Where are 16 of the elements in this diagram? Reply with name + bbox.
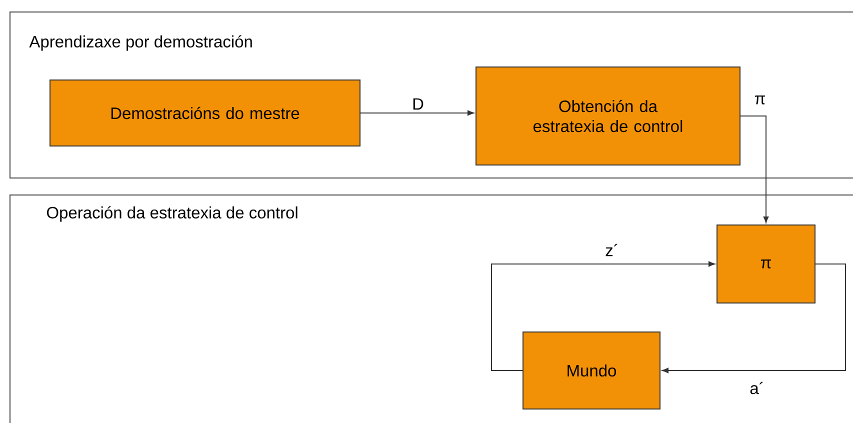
arrow	[662, 264, 846, 374]
edge-label: D	[411, 97, 425, 111]
panel-heading: Aprendizaxe por demostración	[29, 35, 252, 51]
process-box: Mundo	[522, 332, 660, 410]
arrow	[360, 110, 474, 116]
arrow	[491, 261, 715, 371]
edge-label: π	[753, 94, 767, 106]
process-box: π	[716, 224, 816, 304]
panel-heading: Operación da estratexia de control	[46, 206, 298, 222]
panel	[10, 194, 853, 423]
process-box: Demostracións do mestre	[50, 80, 360, 146]
process-box: Obtención da estratexia de control	[476, 66, 740, 166]
arrow	[740, 116, 769, 223]
panel	[10, 12, 853, 178]
edge-label: z´	[604, 242, 620, 258]
edge-label: a´	[748, 380, 766, 396]
